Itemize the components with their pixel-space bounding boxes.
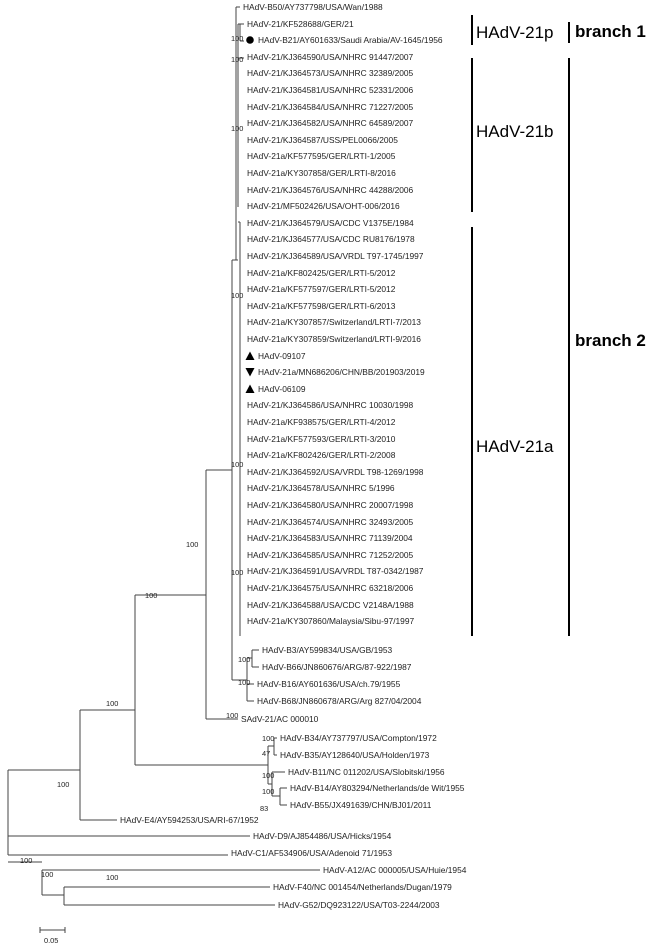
leaf-label: HAdV-21a/KY307857/Switzerland/LRTI-7/201… (247, 317, 421, 327)
leaf-label: HAdV-21a/KF577595/GER/LRTI-1/2005 (247, 151, 396, 161)
leaf-label: HAdV-G52/DQ923122/USA/T03-2244/2003 (278, 900, 440, 910)
scale-bar: 0.05 (39, 927, 66, 945)
bootstrap-value: 100 (231, 34, 243, 43)
bootstrap-value: 100 (231, 568, 243, 577)
leaf-label: HAdV-21/KJ364580/USA/NHRC 20007/1998 (247, 500, 414, 510)
bootstrap-value: 100 (262, 787, 274, 796)
leaf-label: HAdV-21/KJ364579/USA/CDC V1375E/1984 (247, 218, 414, 228)
leaf-label: HAdV-21/KJ364578/USA/NHRC 5/1996 (247, 483, 395, 493)
leaf-label: HAdV-C1/AF534906/USA/Adenoid 71/1953 (231, 848, 392, 858)
leaf-label: HAdV-21a/KF802425/GER/LRTI-5/2012 (247, 268, 396, 278)
bootstrap-value: 100 (231, 291, 243, 300)
bootstrap-value: 100 (57, 780, 69, 789)
leaf-label: HAdV-B14/AY803294/Netherlands/de Wit/195… (290, 783, 465, 793)
leaf-label: HAdV-21/KJ364592/USA/VRDL T98-1269/1998 (247, 467, 424, 477)
leaf-label: HAdV-21a/KF802426/GER/LRTI-2/2008 (247, 450, 396, 460)
leaf-label: HAdV-21/KJ364582/USA/NHRC 64589/2007 (247, 118, 414, 128)
group-label-21p: HAdV-21p (476, 23, 554, 42)
triangle-down-marker-icon (245, 368, 255, 377)
bootstrap-value: 100 (231, 124, 243, 133)
bootstrap-value: 100 (231, 55, 243, 64)
bootstrap-value: 100 (238, 678, 250, 687)
leaf-label: HAdV-21a/KF938575/GER/LRTI-4/2012 (247, 417, 396, 427)
leaf-label: HAdV-F40/NC 001454/Netherlands/Dugan/197… (273, 882, 452, 892)
leaf-label: HAdV-21/KJ364587/USS/PEL0066/2005 (247, 135, 398, 145)
bootstrap-value: 100 (231, 460, 243, 469)
bootstrap-value: 100 (226, 711, 238, 720)
leaf-label: HAdV-B11/NC 011202/USA/Slobitski/1956 (288, 767, 445, 777)
leaf-label: HAdV-21/KJ364573/USA/NHRC 32389/2005 (247, 68, 414, 78)
leaf-label: HAdV-21/KJ364581/USA/NHRC 52331/2006 (247, 85, 414, 95)
bootstrap-value: 100 (238, 655, 250, 664)
leaf-markers (245, 36, 255, 393)
leaf-label: HAdV-21a/MN686206/CHN/BB/201903/2019 (258, 367, 425, 377)
leaf-label: HAdV-21/KJ364589/USA/VRDL T97-1745/1997 (247, 251, 424, 261)
leaf-label: HAdV-21a/KF577593/GER/LRTI-3/2010 (247, 434, 396, 444)
leaf-label: HAdV-B68/JN860678/ARG/Arg 827/04/2004 (257, 696, 422, 706)
leaf-label: HAdV-21/KF528688/GER/21 (247, 19, 354, 29)
leaf-label: HAdV-09107 (258, 351, 306, 361)
bootstrap-value: 100 (145, 591, 157, 600)
leaf-label: HAdV-21a/KF577598/GER/LRTI-6/2013 (247, 301, 396, 311)
bootstrap-value: 100 (41, 870, 53, 879)
leaf-label: HAdV-21/KJ364574/USA/NHRC 32493/2005 (247, 517, 414, 527)
triangle-up-marker-icon (245, 351, 255, 360)
bootstrap-value: 100 (106, 873, 118, 882)
leaf-label: HAdV-21/KJ364585/USA/NHRC 71252/2005 (247, 550, 414, 560)
clade-annotations: HAdV-21p HAdV-21b HAdV-21a branch 1 bran… (471, 15, 646, 636)
leaf-label: HAdV-21/KJ364591/USA/VRDL T87-0342/1987 (247, 566, 424, 576)
bootstrap-value: 100 (262, 734, 274, 743)
leaf-label: HAdV-A12/AC 000005/USA/Huie/1954 (323, 865, 467, 875)
leaf-label: HAdV-21a/KY307858/GER/LRTI-8/2016 (247, 168, 396, 178)
leaf-label: HAdV-21/KJ364576/USA/NHRC 44288/2006 (247, 185, 414, 195)
branch-label-1: branch 1 (575, 22, 646, 41)
branch-label-2: branch 2 (575, 331, 646, 350)
leaf-label: HAdV-B55/JX491639/CHN/BJ01/2011 (290, 800, 432, 810)
leaf-label: HAdV-21/MF502426/USA/OHT-006/2016 (247, 201, 400, 211)
leaf-label: HAdV-B3/AY599834/USA/GB/1953 (262, 645, 393, 655)
leaf-labels: HAdV-B50/AY737798/USA/Wan/1988HAdV-21/KF… (120, 2, 467, 910)
scale-bar-label: 0.05 (44, 936, 58, 945)
leaf-label: HAdV-E4/AY594253/USA/RI-67/1952 (120, 815, 259, 825)
leaf-label: HAdV-D9/AJ854486/USA/Hicks/1954 (253, 831, 392, 841)
bootstrap-value: 100 (106, 699, 118, 708)
leaf-label: HAdV-B50/AY737798/USA/Wan/1988 (243, 2, 383, 12)
bootstrap-value: 100 (262, 771, 274, 780)
bootstrap-value: 83 (260, 804, 268, 813)
bootstrap-value: 100 (186, 540, 198, 549)
leaf-label: HAdV-21/KJ364583/USA/NHRC 71139/2004 (247, 533, 413, 543)
group-label-21b: HAdV-21b (476, 122, 554, 141)
leaf-label: HAdV-21/KJ364590/USA/NHRC 91447/2007 (247, 52, 414, 62)
leaf-label: HAdV-21/KJ364575/USA/NHRC 63218/2006 (247, 583, 414, 593)
leaf-label: HAdV-21a/KY307860/Malaysia/Sibu-97/1997 (247, 616, 414, 626)
leaf-label: HAdV-21/KJ364586/USA/NHRC 10030/1998 (247, 400, 414, 410)
leaf-label: HAdV-21a/KY307859/Switzerland/LRTI-9/201… (247, 334, 421, 344)
leaf-label: HAdV-06109 (258, 384, 306, 394)
leaf-label: HAdV-B34/AY737797/USA/Compton/1972 (280, 733, 437, 743)
leaf-label: HAdV-21a/KF577597/GER/LRTI-5/2012 (247, 284, 396, 294)
bootstrap-value: 100 (20, 856, 32, 865)
leaf-label: SAdV-21/AC 000010 (241, 714, 319, 724)
bootstrap-labels: 100 100 100 100 100 100 100 100 100 100 100 100 100 1… (20, 34, 274, 882)
leaf-label: HAdV-B35/AY128640/USA/Holden/1973 (280, 750, 430, 760)
leaf-label: HAdV-21/KJ364588/USA/CDC V2148A/1988 (247, 600, 414, 610)
leaf-label: HAdV-21/KJ364577/USA/CDC RU8176/1978 (247, 234, 415, 244)
triangle-up-marker-icon (245, 384, 255, 393)
group-label-21a: HAdV-21a (476, 437, 554, 456)
circle-marker-icon (246, 36, 254, 44)
tree-edges (7, 6, 320, 906)
leaf-label: HAdV-B16/AY601636/USA/ch.79/1955 (257, 679, 401, 689)
leaf-label: HAdV-B66/JN860676/ARG/87-922/1987 (262, 662, 412, 672)
leaf-label: HAdV-21/KJ364584/USA/NHRC 71227/2005 (247, 102, 414, 112)
bootstrap-value: 47 (262, 749, 270, 758)
leaf-label: HAdV-B21/AY601633/Saudi Arabia/AV-1645/1… (258, 35, 443, 45)
